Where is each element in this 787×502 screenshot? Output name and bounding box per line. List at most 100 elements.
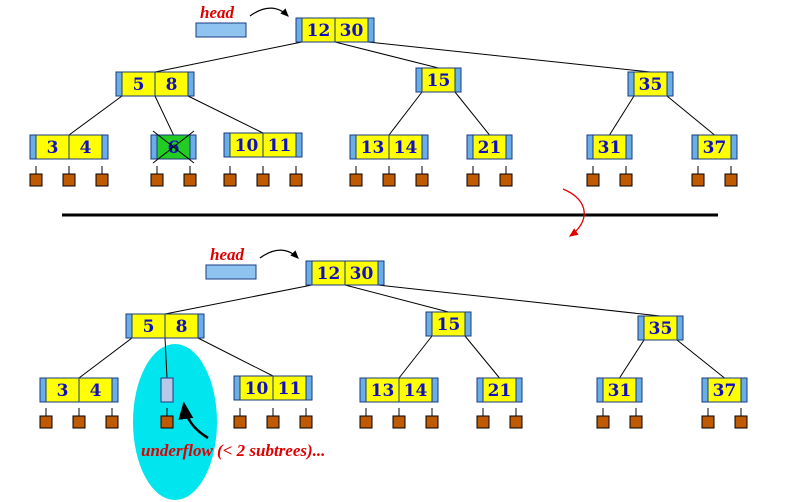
tree-edge [666,95,715,136]
key-cell [78,377,113,403]
tree-edge [344,284,449,313]
bottom_tree-level2-node [160,377,174,403]
key-cell [398,377,433,403]
top_tree-level2-node: 37 [691,134,738,160]
leaf-subtree-box [266,415,280,429]
key-cell [121,71,156,97]
bottom_tree-level2-node: 31 [596,377,643,403]
key-value: 21 [488,381,512,401]
key-value: 35 [639,75,663,95]
leaf-subtree-box [349,173,363,187]
leaf-subtree-box [72,415,86,429]
tree-edges [35,41,742,416]
underflow-highlight [133,344,217,500]
head-pointer-box-top [195,22,247,38]
key-value: 37 [713,381,737,401]
leaf-subtree-box [509,415,523,429]
key-value: 6 [168,138,180,158]
delete-cross-line [152,130,195,164]
key-cell [164,313,199,339]
leaf-subtree-box [586,173,600,187]
key-value: 5 [143,317,155,337]
key-value: 11 [268,136,292,156]
key-cell [697,134,732,160]
key-cell [334,17,369,43]
key-value: 10 [235,136,259,156]
key-value: 8 [166,75,178,95]
leaf-subtree-box [466,173,480,187]
key-cell [602,377,637,403]
key-cell [633,71,668,97]
leaf-subtree-box [105,415,119,429]
leaf-subtree-box [62,173,76,187]
key-cell [365,377,400,403]
leaf-subtree-box [499,173,513,187]
leaf-subtree-box [299,415,313,429]
key-cell [68,134,103,160]
key-cell [344,260,379,286]
key-cell [421,67,456,93]
leaf-subtree-box [150,173,164,187]
key-cell [472,134,507,160]
key-value: 30 [350,264,374,284]
key-value: 31 [598,138,622,158]
top_tree-level1-node: 35 [627,71,674,97]
key-value: 31 [608,381,632,401]
key-value: 3 [57,381,69,401]
leaf-subtree-box [691,173,705,187]
key-value: 35 [649,319,673,339]
leaf-subtree-box [39,415,53,429]
key-cell [592,134,627,160]
underflow-label: underflow (< 2 subtrees)... [141,441,325,460]
head-arrow-top [249,7,289,17]
bottom_tree-level1-node: 15 [425,311,472,337]
top_tree-level1-node: 15 [415,67,462,93]
key-value: 8 [176,317,188,337]
tree-edge [454,91,490,136]
key-value: 5 [133,75,145,95]
leaf-subtree-box [359,415,373,429]
tree-edge [398,335,433,379]
bottom_tree-level1-node: 35 [637,315,684,341]
key-value: 12 [317,264,341,284]
leaf-subtree-box [223,173,237,187]
key-cell [35,134,70,160]
head-label-top: head [200,3,235,22]
head-pointer-box-bottom [205,264,257,280]
key-cell [707,377,742,403]
tree-edge [197,337,274,377]
key-cell [388,134,423,160]
key-value: 3 [47,138,59,158]
empty-node [160,377,174,403]
key-value: 37 [703,138,727,158]
head-label-bottom: head [210,245,245,264]
leaf-subtree-box [95,173,109,187]
key-value: 10 [245,379,269,399]
leaf-subtree-box [476,415,490,429]
key-value: 15 [427,71,451,91]
tree-edge [464,335,500,379]
key-cell [272,375,307,401]
key-value: 14 [394,138,418,158]
bottom_tree-level2-node: 37 [701,377,748,403]
key-cell [154,71,189,97]
key-cell [45,377,80,403]
tree-edge [78,337,133,379]
tree-edge [187,95,264,134]
key-cell [131,313,166,339]
transition-arrow [562,188,585,237]
leaf-subtree-box [629,415,643,429]
head-arrow-bottom [259,249,299,259]
tree-edge [609,95,635,136]
leaf-subtree-box [233,415,247,429]
key-cell [301,17,336,43]
key-value: 13 [371,381,395,401]
